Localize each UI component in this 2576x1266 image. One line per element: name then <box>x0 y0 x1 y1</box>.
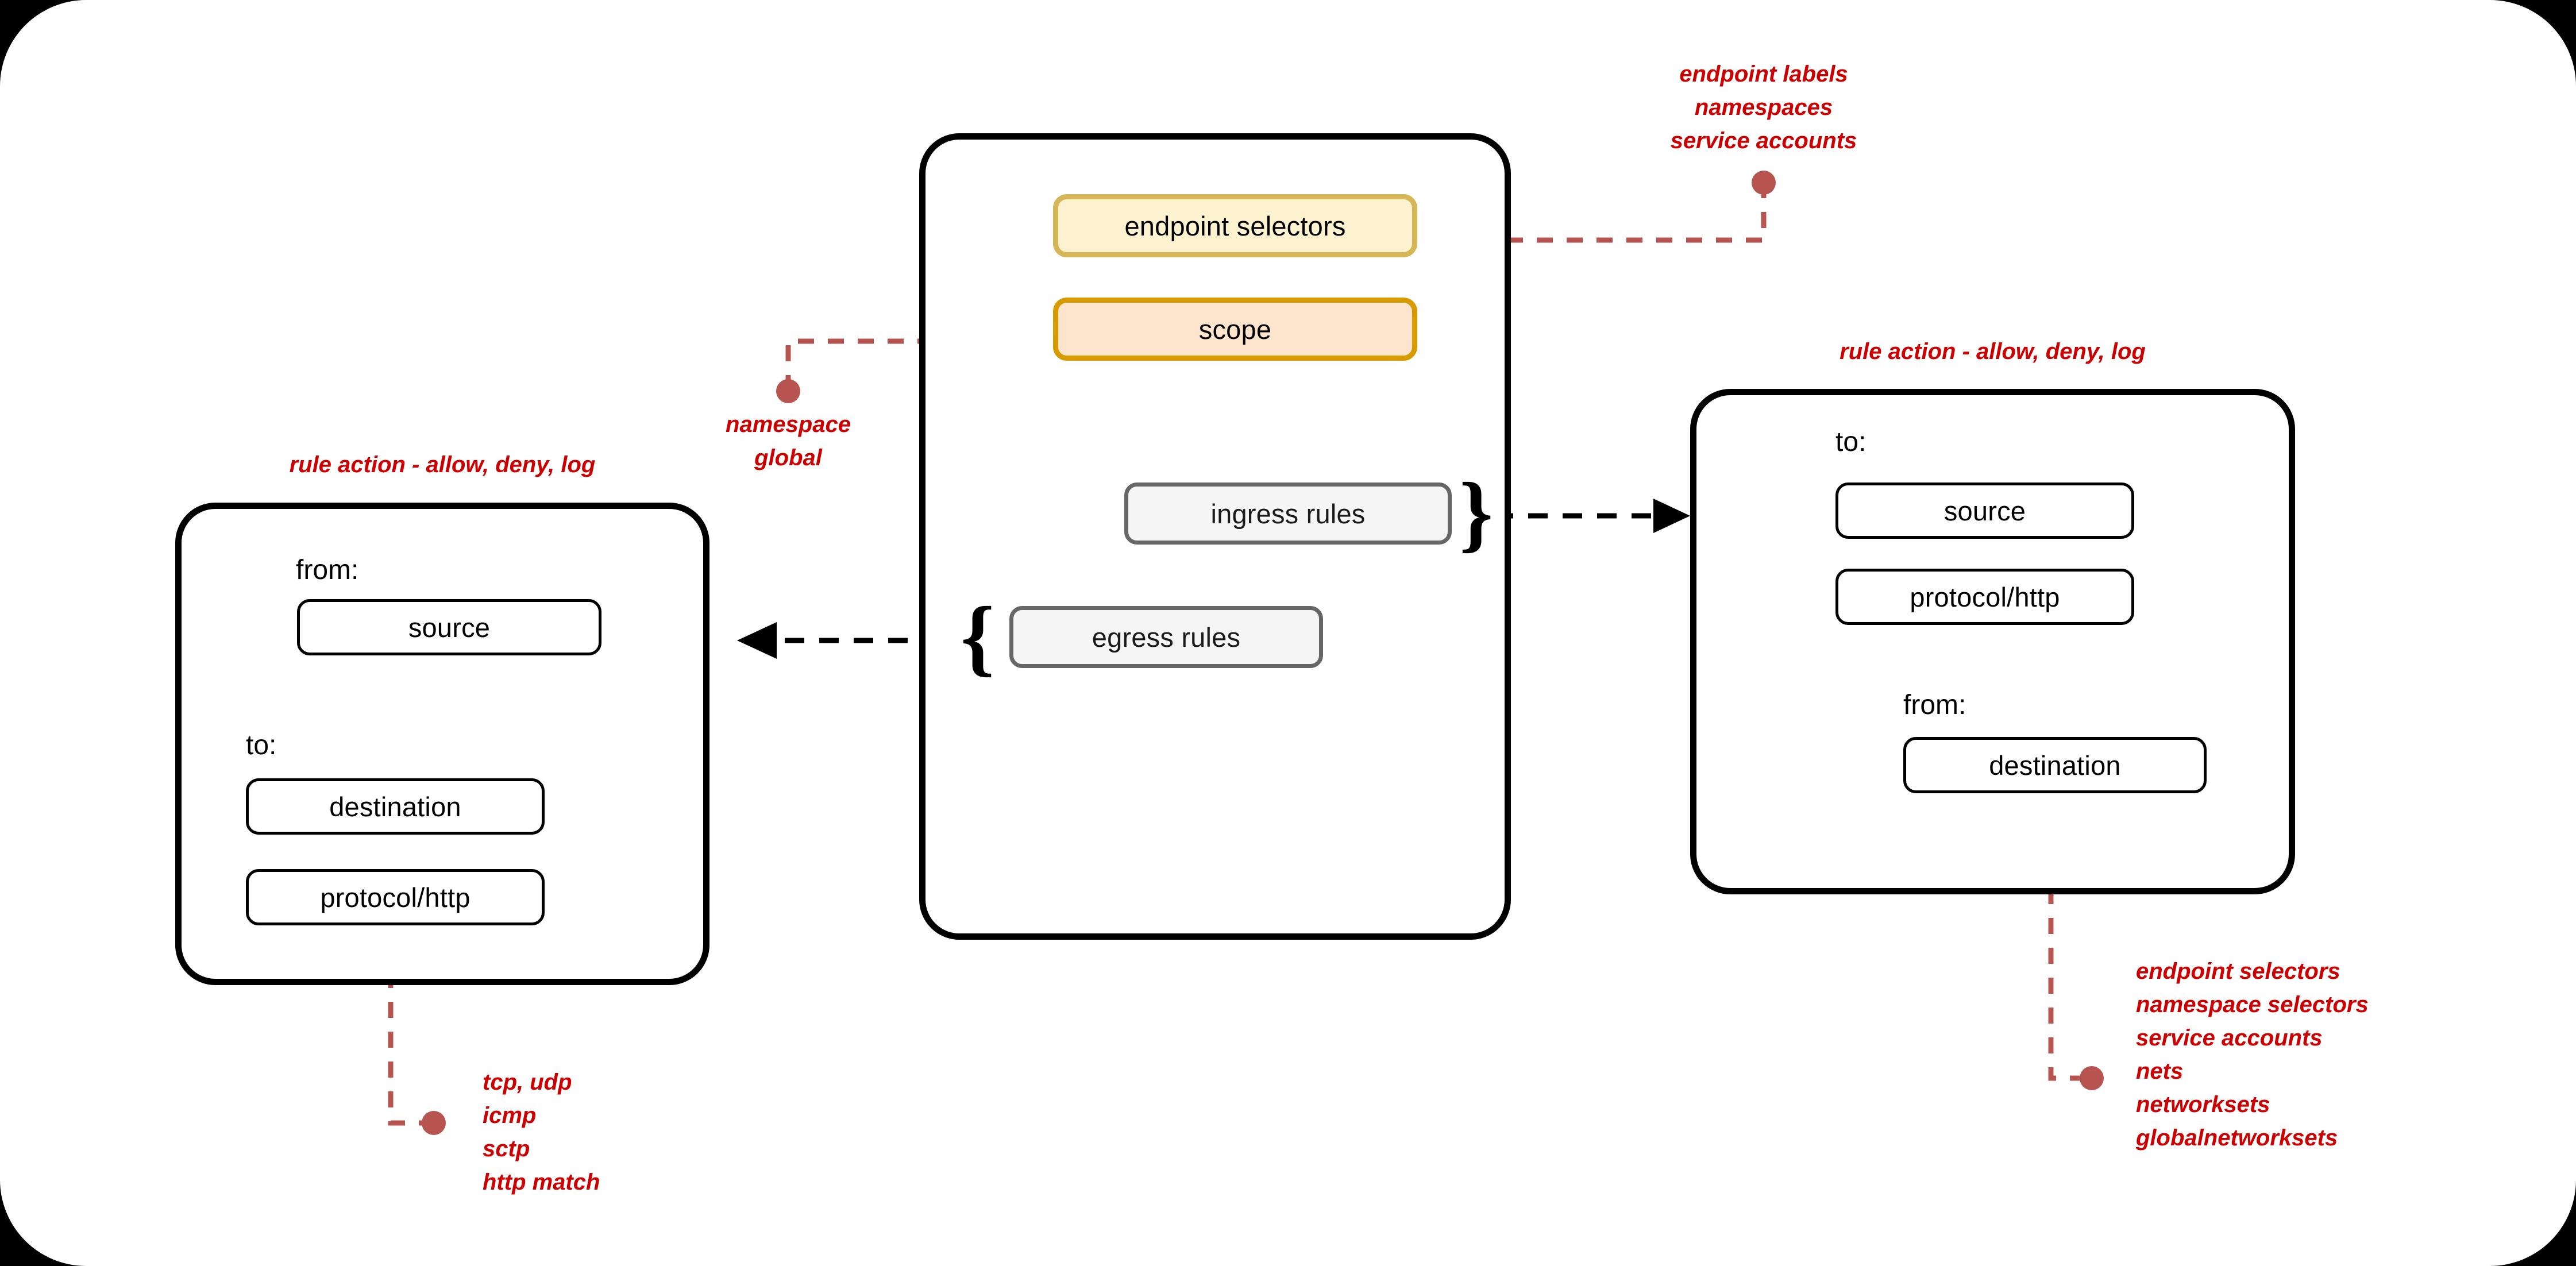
annotation-line: tcp, udp <box>483 1070 572 1095</box>
left-source-label: source <box>408 612 491 643</box>
right-source-label: source <box>1943 495 2026 526</box>
connector-protocol-left <box>388 942 446 1135</box>
annotation-line: service accounts <box>1670 128 1857 153</box>
right-rule-action-annotation: rule action - allow, deny, log <box>1690 335 2295 368</box>
right-source-box[interactable]: source <box>1835 483 2134 539</box>
right-destination-label: destination <box>1989 750 2121 781</box>
annotation-line: http match <box>483 1169 600 1195</box>
annotation-line: networksets <box>2136 1092 2270 1117</box>
annotation-line: sctp <box>483 1136 530 1161</box>
endpoint-selectors-annotation: endpoint labels namespaces service accou… <box>1597 57 1930 157</box>
left-from-label: from: <box>296 555 359 585</box>
arrow-ingress-to-right <box>1494 499 1690 533</box>
arrow-egress-to-left <box>737 622 977 659</box>
scope-box[interactable]: scope <box>1053 298 1417 361</box>
left-protocol-http-label: protocol/http <box>320 882 471 913</box>
right-rule-action-text: rule action - allow, deny, log <box>1840 339 2146 364</box>
destination-annotation: endpoint selectors namespace selectors s… <box>2136 955 2573 1155</box>
ingress-brace: } <box>1459 465 1494 561</box>
connector-endpoint-selectors <box>1417 171 1776 243</box>
left-rule-action-text: rule action - allow, deny, log <box>289 452 596 477</box>
annotation-line: endpoint selectors <box>2136 959 2340 984</box>
endpoint-selectors-label: endpoint selectors <box>1124 210 1346 241</box>
annotation-line: namespace <box>726 412 851 437</box>
annotation-line: global <box>754 445 822 470</box>
annotation-line: endpoint labels <box>1679 61 1848 87</box>
ingress-rule-detail-panel[interactable] <box>1690 389 2295 894</box>
egress-brace: { <box>961 589 995 685</box>
egress-rules-label: egress rules <box>1092 622 1241 653</box>
left-destination-box[interactable]: destination <box>246 778 545 835</box>
annotation-line: service accounts <box>2136 1025 2323 1051</box>
egress-rules-box[interactable]: egress rules <box>1009 606 1323 668</box>
annotation-line: namespaces <box>1694 95 1833 120</box>
scope-annotation: namespace global <box>673 408 903 474</box>
right-protocol-http-box[interactable]: protocol/http <box>1835 569 2134 625</box>
scope-label: scope <box>1198 314 1272 345</box>
annotation-line: globalnetworksets <box>2136 1125 2338 1151</box>
annotation-line: nets <box>2136 1059 2184 1084</box>
left-to-label: to: <box>246 730 277 761</box>
left-source-box[interactable]: source <box>297 599 601 655</box>
connector-scope <box>776 338 1053 403</box>
protocol-annotation: tcp, udp icmp sctp http match <box>483 1066 827 1199</box>
left-protocol-http-box[interactable]: protocol/http <box>246 869 545 925</box>
ingress-rules-box[interactable]: ingress rules <box>1124 483 1452 545</box>
annotation-line: namespace selectors <box>2136 992 2369 1017</box>
right-from-label: from: <box>1903 690 1966 720</box>
annotation-line: icmp <box>483 1103 537 1128</box>
left-rule-action-annotation: rule action - allow, deny, log <box>175 448 709 481</box>
right-destination-box[interactable]: destination <box>1903 737 2207 793</box>
left-destination-label: destination <box>329 791 461 822</box>
endpoint-selectors-box[interactable]: endpoint selectors <box>1053 194 1417 257</box>
ingress-rules-label: ingress rules <box>1210 498 1366 529</box>
right-protocol-http-label: protocol/http <box>1910 581 2060 612</box>
right-to-label: to: <box>1835 427 1867 457</box>
